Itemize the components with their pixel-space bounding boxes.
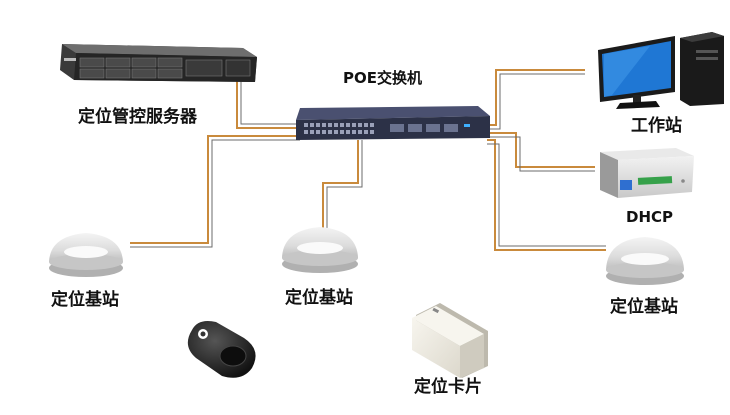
workstation-label: 工作站 <box>631 111 682 136</box>
switch-label: POE交换机 <box>343 67 422 88</box>
cable-switch-dhcp <box>487 133 595 171</box>
base-station-left-label: 定位基站 <box>51 285 119 310</box>
cable-server-switch <box>237 78 300 128</box>
card-tag-label: 定位卡片 <box>414 372 482 397</box>
base-station-icon <box>606 237 684 285</box>
server-label: 定位管控服务器 <box>78 102 197 127</box>
cable-switch-base-right <box>487 140 606 250</box>
cable-switch-workstation <box>487 70 585 129</box>
rack-server-icon <box>60 44 257 82</box>
dhcp-label: DHCP <box>626 208 673 226</box>
base-station-center-label: 定位基站 <box>285 283 353 308</box>
base-station-icon <box>282 227 358 273</box>
cables <box>130 70 606 250</box>
base-station-icon <box>49 233 123 277</box>
workstation-icon <box>598 32 724 109</box>
cable-switch-base-center <box>323 140 362 228</box>
base-station-right-label: 定位基站 <box>610 292 678 317</box>
card-tag-icon <box>412 303 488 378</box>
cable-switch-base-left <box>130 136 300 247</box>
poe-switch-icon <box>296 106 490 140</box>
dhcp-device-icon <box>600 148 694 198</box>
key-fob-tag-icon <box>188 321 256 378</box>
